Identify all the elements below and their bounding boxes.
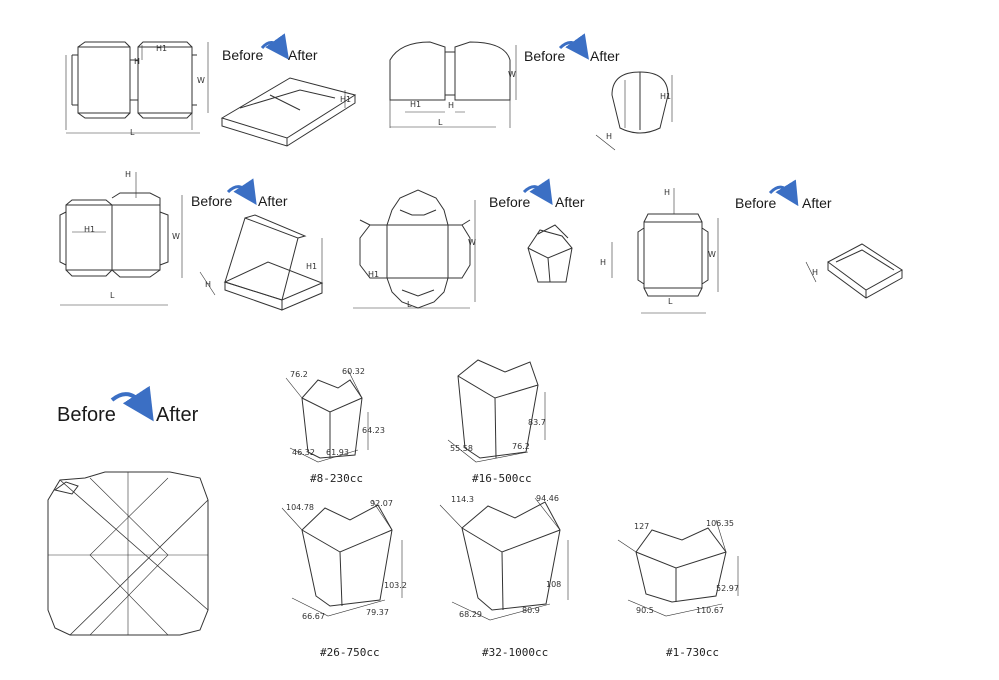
box4-flat-dieline — [353, 189, 476, 309]
box5-assembled — [805, 243, 903, 299]
pail-26-top-right: 92.07 — [370, 499, 393, 508]
pail-1-bottom-left: 90.5 — [636, 606, 654, 615]
pail-8-top-left: 76.2 — [290, 370, 308, 379]
before-label-large: Before — [57, 404, 116, 426]
box4-dim-h-after: H — [600, 258, 607, 267]
box1-dim-l: L — [130, 128, 135, 137]
box3-dim-w: W — [172, 232, 180, 241]
before-label-2: Before — [524, 48, 566, 64]
pail-32-top-right: 94.46 — [536, 494, 559, 503]
pail-flat-dieline — [47, 471, 209, 636]
box3-dim-h1: H1 — [84, 225, 96, 234]
box5-dim-h: H — [664, 188, 671, 197]
box1-dim-h: H — [134, 57, 141, 66]
pail-32-height: 108 — [546, 580, 562, 589]
pail-26 — [281, 499, 403, 617]
pail-16-size: #16-500cc — [472, 472, 532, 485]
box5-dim-l: L — [668, 297, 673, 306]
box5-dim-w: W — [708, 250, 716, 259]
after-label-3: After — [258, 193, 288, 209]
box4-assembled — [527, 224, 613, 283]
box3-dim-h2: H — [205, 280, 212, 289]
pail-32-bottom-left: 68.29 — [459, 610, 482, 619]
before-after-arrows — [110, 33, 799, 422]
pail-32-top-left: 114.3 — [451, 495, 474, 504]
after-label-large: After — [156, 404, 199, 426]
box2-dim-h: H — [448, 101, 455, 110]
box5-flat-dieline — [637, 188, 719, 314]
pail-26-height: 103.2 — [384, 581, 407, 590]
pail-32-size: #32-1000cc — [482, 646, 549, 659]
pail-8 — [285, 369, 369, 463]
pail-1-size: #1-730cc — [666, 646, 719, 659]
before-label-1: Before — [222, 47, 264, 63]
box1-assembled — [220, 77, 357, 147]
box2-assembled — [595, 71, 673, 151]
pail-8-bottom-right: 61.93 — [326, 448, 349, 457]
pail-32 — [439, 497, 569, 621]
box5-dim-h-after: H — [812, 268, 819, 277]
box2-dim-h2: H — [606, 132, 613, 141]
pail-8-bottom-left: 46.32 — [292, 448, 315, 457]
pail-8-height: 64.23 — [362, 426, 385, 435]
pail-26-size: #26-750cc — [320, 646, 380, 659]
box1-dim-w: W — [197, 76, 205, 85]
before-label-4: Before — [489, 194, 531, 210]
pail-1-bottom-right: 110.67 — [696, 606, 724, 615]
box4-dim-w: W — [468, 238, 476, 247]
pail-1 — [617, 519, 739, 617]
before-label-3: Before — [191, 193, 233, 209]
pail-1-height: 52.97 — [716, 584, 739, 593]
after-label-2: After — [590, 48, 620, 64]
pail-1-top-right: 106.35 — [706, 519, 734, 528]
box4-dim-h1: H1 — [368, 270, 380, 279]
box1-dim-h-after: H1 — [340, 95, 352, 104]
box3-dim-h: H — [125, 170, 132, 179]
pail-16-height: 83.7 — [528, 418, 546, 427]
pail-16-bottom-left: 55.58 — [450, 444, 473, 453]
box2-dim-h-after: H1 — [660, 92, 672, 101]
box1-flat-dieline — [65, 41, 209, 134]
pail-26-bottom-left: 66.67 — [302, 612, 325, 621]
pail-32-bottom-right: 80.9 — [522, 606, 540, 615]
box2-dim-w: W — [508, 70, 516, 79]
box4-dim-l: L — [407, 300, 412, 309]
box2-dim-l: L — [438, 118, 443, 127]
pail-8-size: #8-230cc — [310, 472, 363, 485]
box3-assembled — [199, 214, 324, 311]
pail-26-top-left: 104.78 — [286, 503, 314, 512]
box2-flat-dieline — [389, 41, 517, 128]
before-label-5: Before — [735, 195, 777, 211]
after-label-5: After — [802, 195, 832, 211]
pail-26-bottom-right: 79.37 — [366, 608, 389, 617]
pail-16-bottom-right: 76.2 — [512, 442, 530, 451]
pail-16 — [447, 359, 546, 463]
box2-dim-h1: H1 — [410, 100, 422, 109]
pail-1-top-left: 127 — [634, 522, 650, 531]
after-label-4: After — [555, 194, 585, 210]
box3-dim-h-after: H1 — [306, 262, 318, 271]
box3-flat-dieline — [59, 172, 183, 306]
pail-8-top-right: 60.32 — [342, 367, 365, 376]
box3-dim-l: L — [110, 291, 115, 300]
after-label-1: After — [288, 47, 318, 63]
box1-dim-h1: H1 — [156, 44, 168, 53]
